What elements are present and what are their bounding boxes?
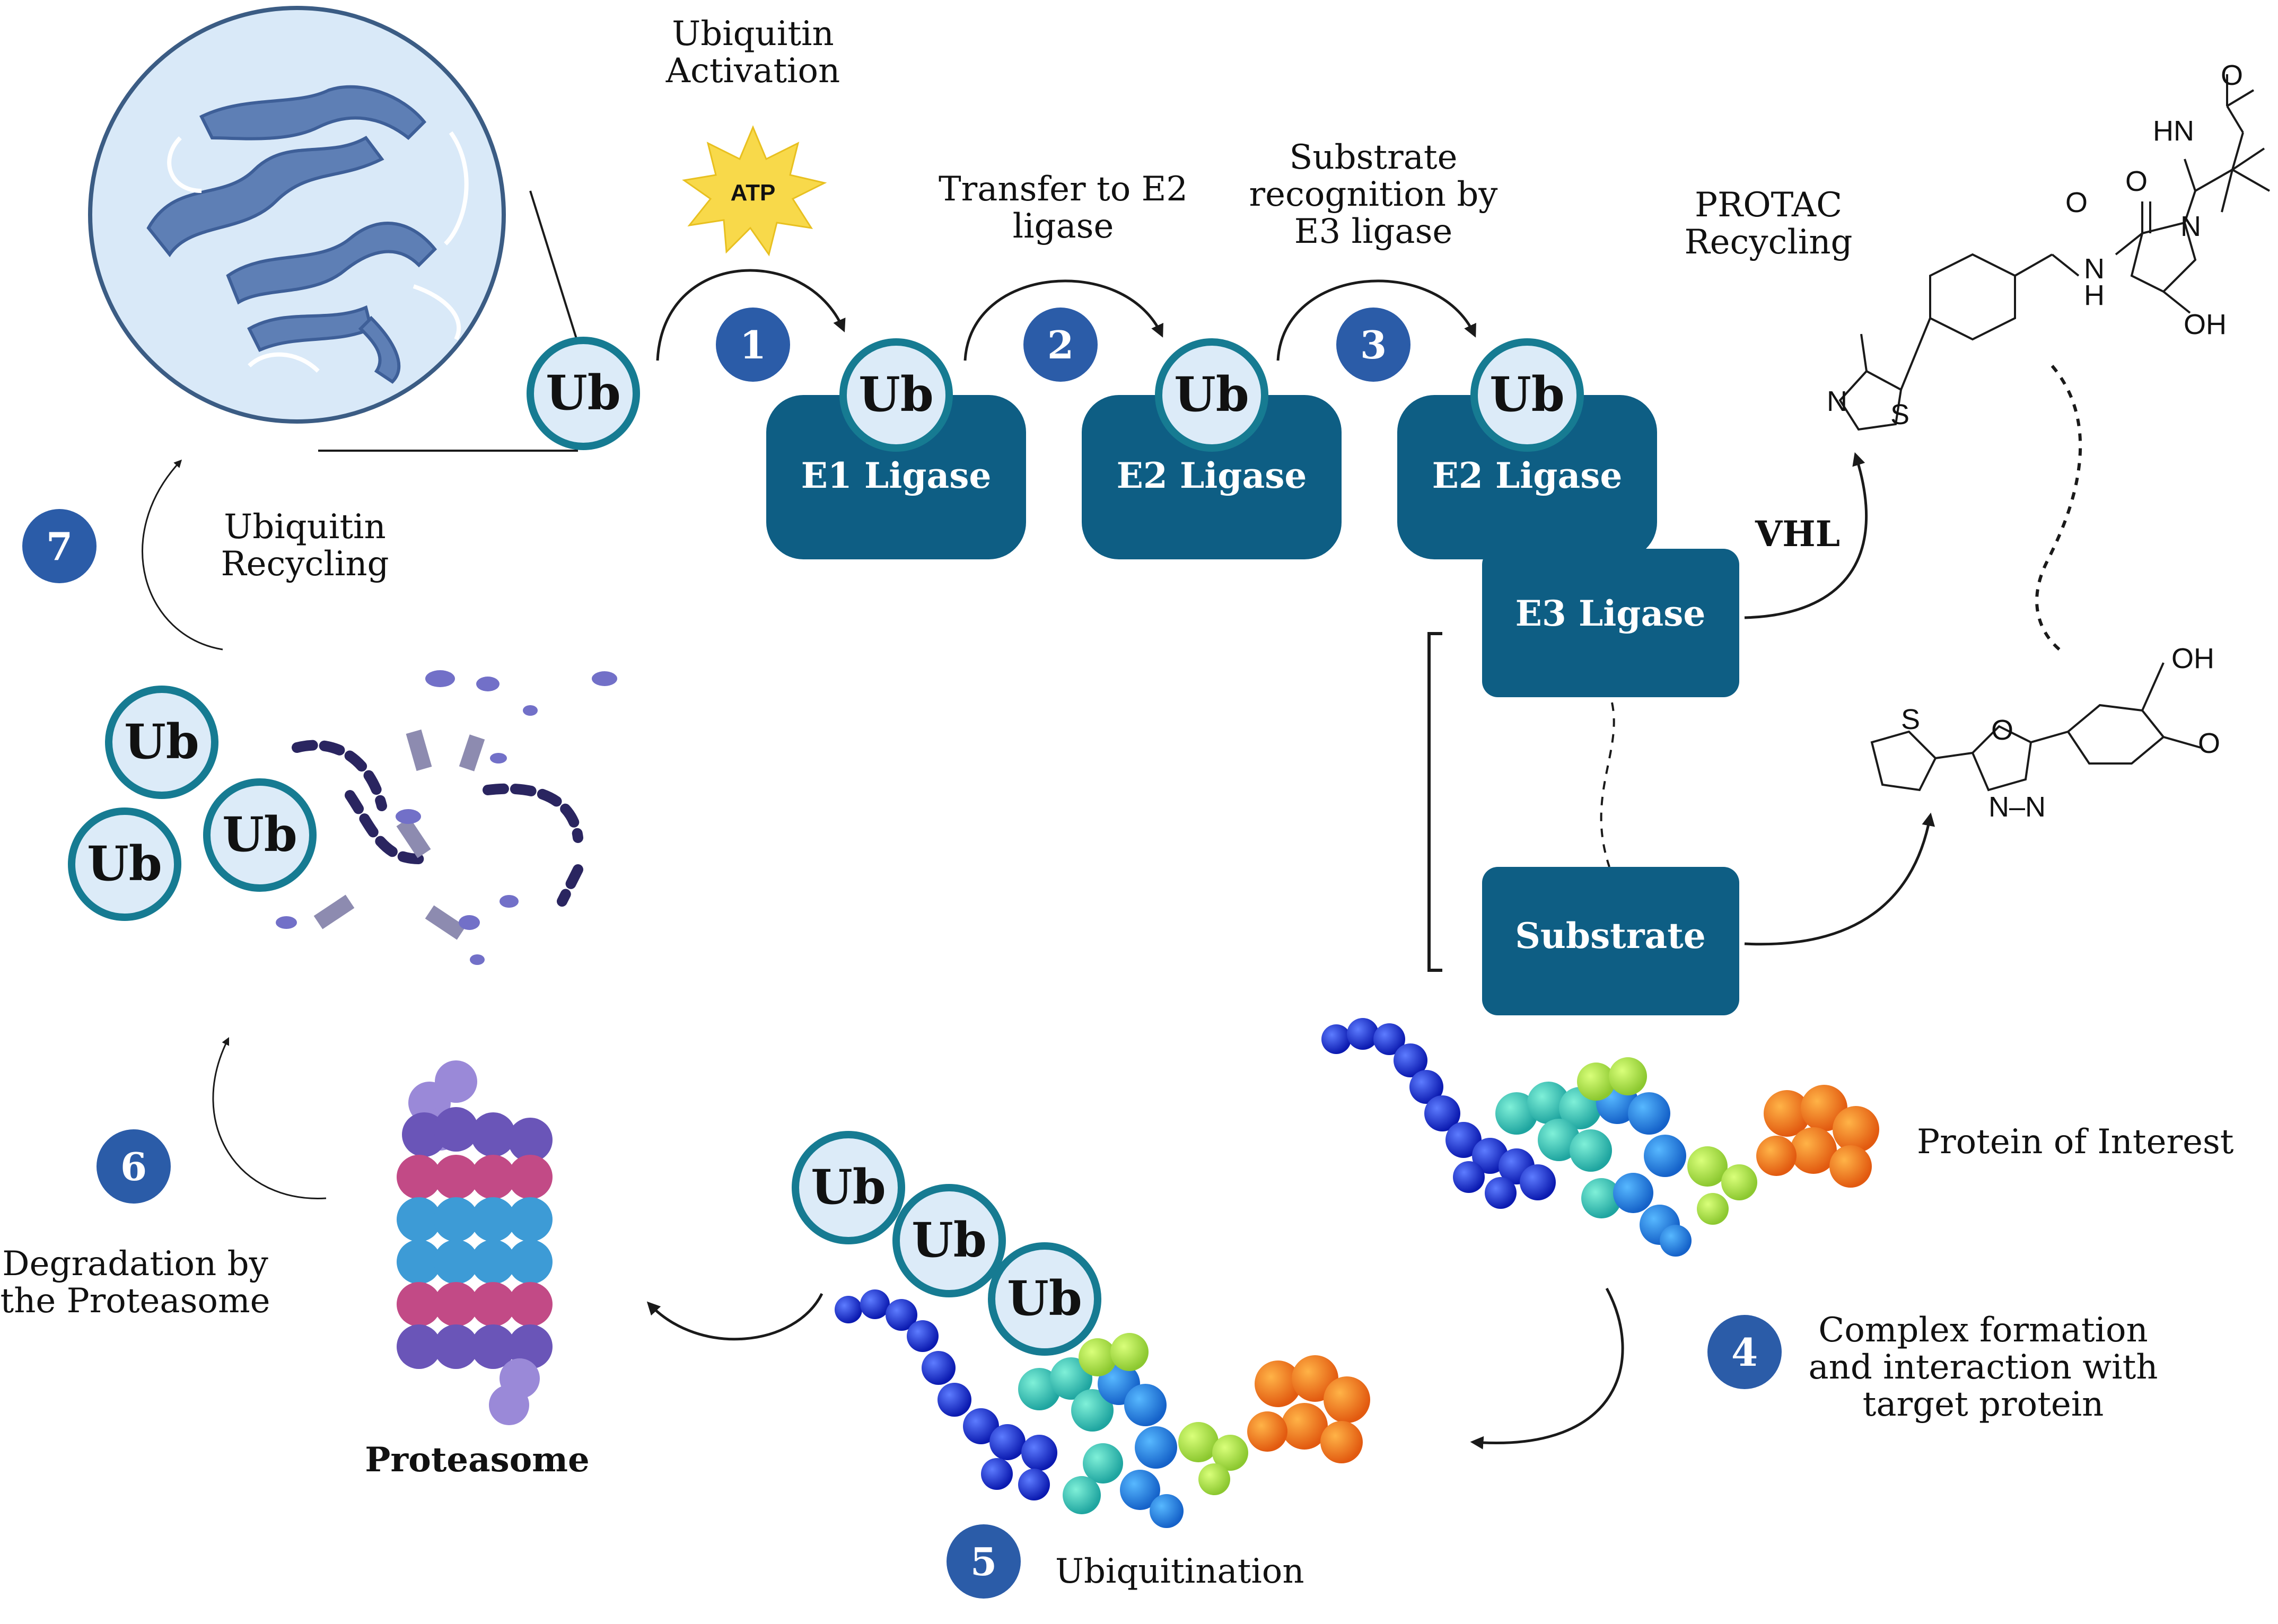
arrow-substrate-ligand [1744, 812, 1935, 946]
step-3-badge: 3 [1336, 308, 1410, 382]
e2-e3-complex: E2 Ligase Ub E3 Ligase [1397, 338, 1739, 697]
ub-token-top: Ub [527, 337, 640, 450]
ub-recycling-label-2: Recycling [221, 545, 389, 584]
activation-label-1: Ubiquitin [672, 14, 834, 54]
arrow-recognition [1276, 279, 1476, 361]
vhl-ligand-atoms: O HN O N O N H OH N S [1827, 59, 2243, 431]
svg-text:4: 4 [1731, 1330, 1758, 1375]
svg-text:3: 3 [1360, 322, 1387, 367]
ub-label: Ub [546, 365, 620, 421]
svg-text:S: S [1890, 399, 1909, 431]
ub-chain: Ub Ub Ub [792, 1131, 1101, 1356]
step-2-badge: 2 [1023, 308, 1098, 382]
proteasome-label: Proteasome [365, 1440, 589, 1480]
protac-label-1: PROTAC [1695, 186, 1842, 225]
e3-ligase-label: E3 Ligase [1515, 593, 1706, 634]
arrow-to-proteasome [646, 1293, 823, 1341]
svg-text:Ub: Ub [912, 1212, 986, 1268]
svg-text:OH: OH [2184, 309, 2227, 340]
ubiquitinated-protein-image: Ub Ub Ub [792, 1131, 1370, 1528]
arrow-vhl [1744, 452, 1868, 619]
ub-label: Ub [1490, 366, 1564, 423]
recognition-label-1: Substrate [1290, 138, 1458, 177]
svg-text:O: O [2221, 59, 2243, 91]
svg-text:N–N: N–N [1988, 791, 2046, 823]
substrate-label: Substrate [1515, 915, 1705, 956]
ub-recycled-cluster: Ub Ub Ub [68, 686, 317, 921]
svg-text:O: O [2125, 165, 2148, 197]
svg-text:N: N [1827, 385, 1847, 417]
poi-ligand-atoms: OH O S O N–N [1901, 643, 2220, 823]
recognition-label-3: E3 ligase [1294, 212, 1453, 251]
transfer-label-1: Transfer to E2 [939, 170, 1188, 209]
e2-ligase-box: E2 Ligase Ub [1082, 338, 1342, 559]
svg-text:2: 2 [1047, 322, 1074, 367]
atp-label: ATP [731, 180, 776, 206]
e2-ligase-label: E2 Ligase [1117, 455, 1307, 496]
arrow-degradation [212, 1037, 327, 1199]
svg-text:N: N [2084, 253, 2105, 285]
svg-text:Ub: Ub [87, 836, 162, 892]
e1-ligase-label: E1 Ligase [801, 455, 992, 496]
ternary-bracket [1427, 632, 1615, 972]
svg-text:Ub: Ub [124, 714, 199, 770]
ubiquitination-label: Ubiquitination [1055, 1552, 1304, 1591]
step-4-badge: 4 [1707, 1315, 1782, 1389]
svg-text:Ub: Ub [1007, 1270, 1082, 1327]
e1-ligase-box: E1 Ligase Ub [766, 338, 1026, 559]
arrow-transfer [963, 279, 1163, 361]
vhl-label: VHL [1755, 513, 1840, 555]
degradation-label-2: the Proteasome [0, 1281, 270, 1321]
protac-linker-dashed [2035, 365, 2082, 654]
step-5-badge: 5 [947, 1524, 1021, 1599]
svg-text:Ub: Ub [222, 806, 297, 863]
poi-ligand-structure [1870, 662, 2201, 792]
complex-label-3: target protein [1863, 1385, 2104, 1424]
svg-text:N: N [2180, 210, 2201, 242]
degradation-label-1: Degradation by [2, 1244, 268, 1284]
svg-text:HN: HN [2153, 115, 2194, 147]
vhl-ligand-structure [1838, 74, 2270, 431]
svg-text:1: 1 [740, 322, 766, 367]
protein-of-interest-image: Protein of Interest [1321, 1018, 2234, 1257]
step-7-badge: 7 [22, 509, 97, 583]
arrow-activation [656, 269, 846, 361]
svg-text:O: O [2065, 187, 2088, 218]
svg-text:S: S [1901, 704, 1920, 735]
atp-burst-icon: ATP [682, 125, 827, 257]
arrow-ub-recycling [142, 459, 223, 651]
recognition-label-2: recognition by [1249, 175, 1498, 214]
ub-label: Ub [1174, 366, 1249, 423]
activation-label-2: Activation [665, 51, 840, 91]
e2-ligase-label-2: E2 Ligase [1432, 455, 1623, 496]
protac-label-2: Recycling [1684, 223, 1852, 262]
svg-text:O: O [1991, 714, 2013, 746]
arrow-complex [1470, 1287, 1624, 1450]
complex-label-1: Complex formation [1818, 1311, 2148, 1350]
ub-recycling-label-1: Ubiquitin [224, 507, 385, 547]
svg-text:5: 5 [970, 1539, 997, 1584]
svg-text:H: H [2084, 279, 2105, 311]
svg-text:Ub: Ub [811, 1159, 886, 1215]
svg-text:6: 6 [120, 1144, 147, 1189]
proteasome-icon: Proteasome [365, 1060, 590, 1480]
svg-text:7: 7 [46, 524, 73, 569]
step-6-badge: 6 [97, 1129, 171, 1204]
substrate-box: Substrate [1482, 867, 1739, 1015]
svg-text:O: O [2198, 727, 2220, 759]
degraded-peptide-fragments [276, 670, 617, 965]
protein-of-interest-label: Protein of Interest [1917, 1122, 2234, 1162]
ub-label: Ub [858, 366, 933, 423]
step-1-badge: 1 [716, 308, 790, 382]
transfer-label-2: ligase [1013, 207, 1114, 246]
complex-label-2: and interaction with [1808, 1348, 2158, 1387]
ubiquitin-structure-image [88, 6, 584, 452]
svg-text:OH: OH [2171, 643, 2214, 674]
